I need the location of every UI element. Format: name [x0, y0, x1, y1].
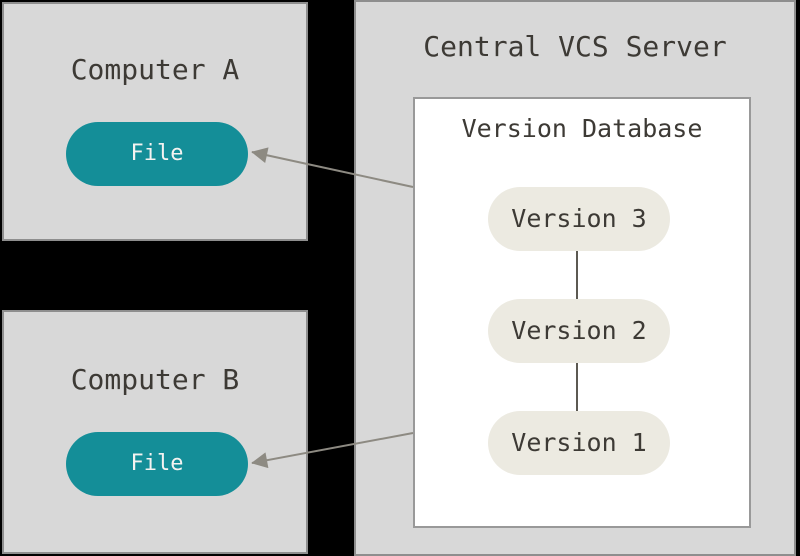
- version-1-label: Version 1: [511, 428, 647, 457]
- computer-a-file-label: File: [130, 141, 184, 166]
- version-3-pill: Version 3: [488, 187, 670, 251]
- computer-a-box: Computer A File: [2, 2, 308, 241]
- version-1-pill: Version 1: [488, 411, 670, 475]
- version-2-label: Version 2: [511, 316, 647, 345]
- computer-a-title: Computer A: [70, 53, 240, 86]
- computer-b-box: Computer B File: [2, 310, 308, 554]
- central-vcs-server-title: Central VCS Server: [423, 30, 727, 63]
- version-database-box: Version Database Version 3 Version 2 Ver…: [413, 97, 751, 528]
- computer-b-file-pill: File: [66, 432, 248, 496]
- connector-line-v3-v2: [576, 251, 578, 299]
- connector-line-v2-v1: [576, 363, 578, 411]
- version-database-title: Version Database: [461, 114, 703, 143]
- computer-b-title: Computer B: [70, 363, 240, 396]
- version-2-pill: Version 2: [488, 299, 670, 363]
- computer-b-file-label: File: [130, 451, 184, 476]
- version-3-label: Version 3: [511, 204, 647, 233]
- computer-a-file-pill: File: [66, 122, 248, 186]
